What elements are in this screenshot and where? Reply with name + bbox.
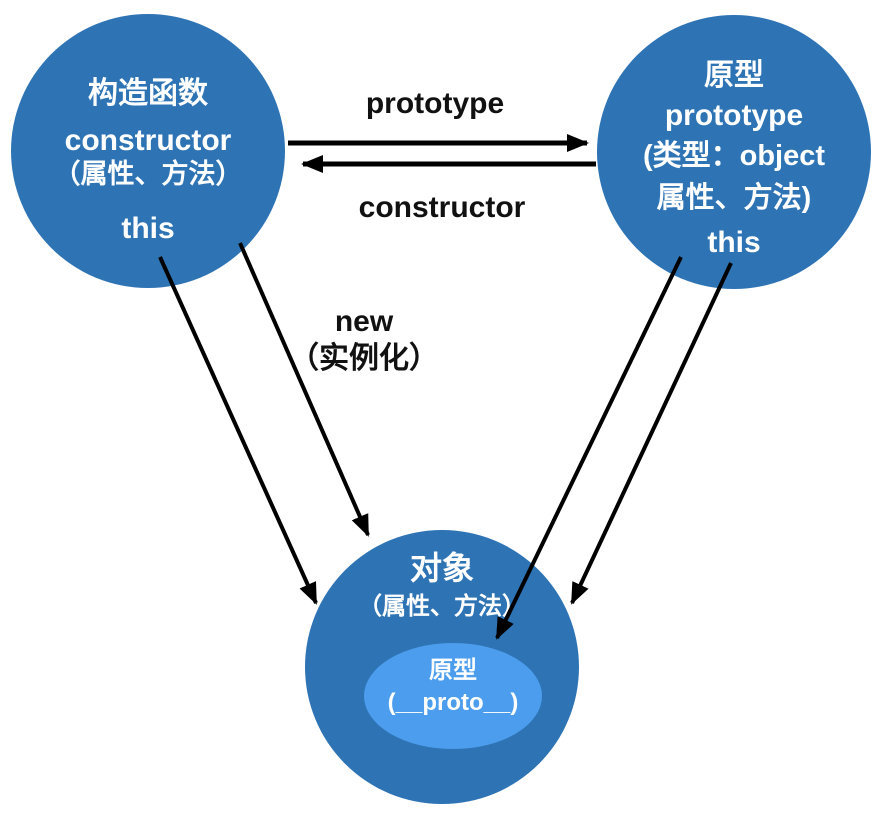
proto-ellipse-proto: (__proto__)	[387, 689, 519, 716]
new-instantiate-arrow	[238, 242, 370, 537]
prototype-circle-this: this	[707, 226, 761, 259]
proto-ellipse-title: 原型	[429, 657, 477, 684]
object-circle-title: 对象	[409, 550, 474, 586]
constructor-circle-this: this	[121, 212, 175, 245]
constructor-circle: 构造函数 constructor （属性、方法） this	[11, 14, 285, 288]
constructor-edge-label: constructor	[358, 191, 526, 224]
constructor-circle-members: （属性、方法）	[53, 159, 243, 189]
prototype-edge-label: prototype	[365, 87, 505, 120]
prototype-circle-title-cn: 原型	[704, 59, 764, 92]
proto-ellipse: 原型 (__proto__)	[364, 643, 542, 749]
this-arrow-right	[570, 262, 733, 605]
new-edge-label-line1: new	[334, 305, 394, 338]
object-circle-members: （属性、方法）	[358, 593, 526, 620]
new-edge-label: new （实例化）	[264, 303, 464, 377]
prototype-circle-type: (类型：object	[642, 140, 826, 172]
prototype-circle: 原型 prototype (类型：object 属性、方法) this	[597, 15, 871, 289]
constructor-circle-title-en: constructor	[64, 124, 232, 157]
new-edge-label-line2: （实例化）	[289, 342, 439, 375]
constructor-circle-title-cn: 构造函数	[88, 77, 208, 110]
prototype-circle-members: 属性、方法)	[656, 182, 812, 214]
prototype-circle-title-en: prototype	[664, 99, 804, 132]
